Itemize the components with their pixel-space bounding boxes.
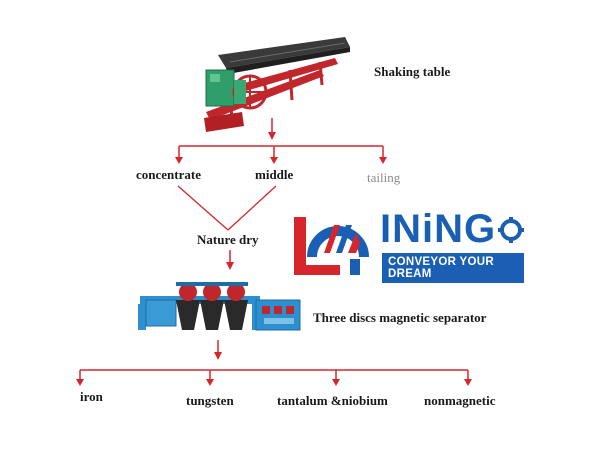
label-magnetic-separator: Three discs magnetic separator bbox=[313, 310, 487, 325]
label-middle: middle bbox=[255, 167, 294, 182]
label-concentrate: concentrate bbox=[136, 167, 201, 182]
label-tungsten: tungsten bbox=[186, 393, 234, 408]
label-tailing: tailing bbox=[367, 170, 401, 185]
brand-slogan: CONVEYOR YOUR DREAM bbox=[382, 253, 524, 283]
label-nonmagnetic: nonmagnetic bbox=[424, 393, 496, 408]
label-iron: iron bbox=[80, 389, 103, 404]
brand-logo: INiNG CONVEYOR YOUR DREAM bbox=[294, 203, 524, 283]
label-nature-dry: Nature dry bbox=[197, 232, 259, 247]
brand-wordmark: INiNG bbox=[380, 207, 497, 251]
shaking-table-image bbox=[204, 37, 350, 132]
merge-line-left bbox=[177, 185, 229, 231]
magnetic-separator-image bbox=[138, 282, 301, 331]
merge-line-right bbox=[227, 185, 277, 231]
gear-icon bbox=[498, 217, 524, 243]
brand-mark-icon bbox=[294, 217, 369, 275]
label-shaking-table: Shaking table bbox=[374, 64, 451, 79]
label-tantalum-niobium: tantalum &niobium bbox=[277, 393, 388, 408]
